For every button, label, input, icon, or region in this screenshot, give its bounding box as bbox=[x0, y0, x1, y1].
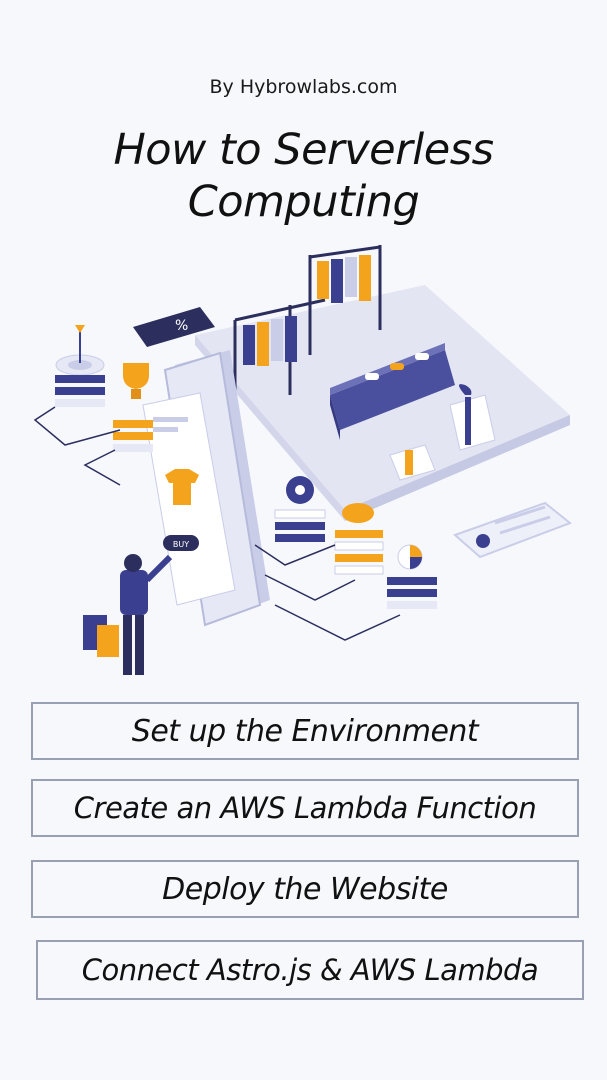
step-label: Connect Astro.js & AWS Lambda bbox=[81, 953, 539, 987]
box-icon bbox=[389, 444, 436, 481]
step-deploy-website: Deploy the Website bbox=[31, 860, 579, 918]
clothes-rack-icon bbox=[233, 245, 382, 405]
gift-icon bbox=[449, 384, 496, 451]
pie-chart-icon bbox=[387, 544, 437, 609]
step-label: Deploy the Website bbox=[162, 871, 448, 907]
connector-lines bbox=[33, 406, 401, 641]
step-set-up-environment: Set up the Environment bbox=[31, 702, 579, 760]
step-create-lambda-function: Create an AWS Lambda Function bbox=[31, 779, 579, 837]
step-connect-astro-lambda: Connect Astro.js & AWS Lambda bbox=[36, 940, 584, 1000]
coin-icon bbox=[334, 503, 384, 575]
target-icon bbox=[55, 325, 105, 407]
byline: By Hybrowlabs.com bbox=[209, 76, 398, 98]
gear-icon bbox=[274, 476, 326, 542]
page-title: How to Serverless Computing bbox=[0, 124, 607, 228]
ecommerce-illustration: BUY % bbox=[33, 245, 572, 675]
step-label: Set up the Environment bbox=[131, 713, 479, 749]
shopper-figure bbox=[120, 554, 173, 675]
buy-label: BUY bbox=[173, 540, 189, 549]
phone-shop-icon: BUY bbox=[142, 350, 270, 627]
title-line-1: How to Serverless bbox=[113, 125, 494, 175]
title-line-2: Computing bbox=[187, 177, 420, 227]
card-icon bbox=[453, 501, 572, 559]
coupon-label: % bbox=[175, 318, 188, 334]
coupon-icon: % bbox=[133, 307, 215, 347]
step-label: Create an AWS Lambda Function bbox=[73, 791, 537, 825]
trophy-icon bbox=[113, 363, 153, 452]
shopping-bag-icon bbox=[83, 615, 119, 657]
shoe-display bbox=[330, 343, 455, 440]
